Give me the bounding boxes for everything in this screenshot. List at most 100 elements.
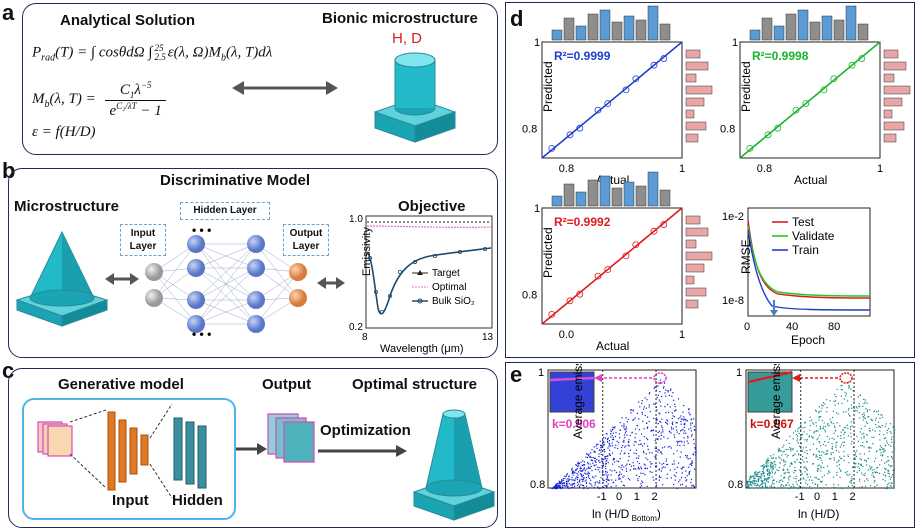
scatter-dot	[795, 478, 797, 480]
scatter-dot	[598, 482, 600, 484]
scatter-dot	[654, 457, 656, 459]
scatter-dot	[582, 484, 584, 487]
scatter-dot	[638, 462, 640, 465]
scatter-dot	[805, 467, 808, 469]
panel-b-box	[8, 168, 498, 358]
scatter-dot	[612, 482, 614, 484]
scatter-dot	[645, 467, 647, 469]
k-label: k=0.067	[750, 417, 794, 431]
scatter-dot	[612, 439, 615, 441]
scatter-dot	[789, 446, 791, 448]
scatter-dot	[746, 482, 748, 484]
scatter-dot	[658, 476, 661, 478]
scatter-dot	[570, 484, 572, 486]
nn-node	[247, 291, 265, 309]
scatter-dot	[767, 473, 769, 475]
scatter-dot	[879, 430, 881, 432]
scatter-dot	[890, 476, 892, 478]
scatter-dot	[583, 464, 585, 466]
scatter-dot	[823, 422, 825, 424]
scatter-dot	[623, 434, 625, 436]
scatter-dot	[817, 430, 819, 432]
scatter-dot	[623, 441, 625, 443]
hist-bar-top	[635, 185, 647, 207]
scatter-dot	[862, 474, 864, 476]
scatter-dot	[676, 487, 678, 489]
ytick: 0.8	[522, 289, 537, 301]
scatter-dot	[847, 485, 850, 487]
output-layers-icon	[267, 413, 315, 463]
scatter-dot	[582, 474, 584, 476]
scatter-dot	[602, 479, 604, 481]
scatter-dot	[628, 439, 630, 441]
scatter-dot	[632, 409, 634, 411]
scatter-dot	[562, 482, 564, 484]
scatter-dot	[857, 396, 859, 398]
scatter-dot	[666, 473, 668, 475]
legend-optimal: Optimal	[432, 282, 466, 293]
scatter-dot	[671, 395, 673, 397]
scatter-dot	[879, 417, 881, 419]
scatter-dot	[892, 426, 894, 428]
scatter-dot	[672, 415, 674, 417]
scatter-dot	[888, 476, 890, 478]
scatter-dot	[594, 451, 596, 453]
scatter-dot	[687, 435, 689, 437]
scatter-dot	[670, 477, 672, 479]
scatter-dot	[766, 479, 768, 481]
scatter-dot	[771, 482, 774, 484]
scatter-dot	[809, 425, 811, 427]
scatter-dot	[618, 461, 620, 463]
ylabel: Predicted	[541, 227, 555, 278]
panel-label-d: d	[510, 6, 524, 31]
scatter-dot	[886, 432, 888, 434]
scatter-dot	[782, 469, 784, 471]
scatter-dot	[660, 434, 662, 436]
scatter-dot	[845, 426, 847, 428]
scatter-dot	[670, 426, 673, 428]
data-point	[660, 221, 668, 228]
scatter-dot	[619, 471, 621, 473]
scatter-dot	[588, 474, 590, 476]
scatter-dot	[826, 399, 828, 401]
scatter-dot	[823, 467, 825, 469]
scatter-dot	[610, 433, 612, 435]
scatter-dot	[581, 476, 584, 478]
nn-edge	[195, 299, 257, 325]
hist-bar-top	[785, 13, 797, 41]
scatter-dot	[856, 450, 858, 452]
scatter-dot	[590, 452, 592, 454]
scatter-dot	[658, 469, 660, 471]
scatter-dot	[676, 450, 678, 452]
r2-label: R²=0.9992	[554, 215, 611, 229]
scatter-dot	[662, 484, 664, 486]
scatter-dot	[555, 485, 557, 487]
scatter-dot	[879, 464, 881, 466]
scatter-dot	[683, 423, 685, 425]
xtick: -1	[597, 491, 607, 503]
xtick: 40	[786, 321, 798, 333]
scatter-dot	[754, 473, 756, 475]
hist-bar-side	[685, 121, 707, 131]
scatter-dot	[571, 472, 573, 474]
scatter-dot	[747, 487, 749, 489]
scatter-dot	[661, 467, 663, 469]
scatter-dot	[876, 450, 878, 452]
scatter-dot	[587, 454, 590, 457]
scatter-dot	[794, 461, 796, 463]
scatter-dot	[891, 455, 893, 458]
scatter-dot	[774, 473, 776, 475]
scatter-dot	[630, 409, 632, 411]
scatter-dot	[755, 471, 757, 473]
scatter-dot	[884, 471, 886, 473]
scatter-dot	[803, 431, 805, 433]
scatter-dot	[835, 449, 837, 452]
scatter-dot	[763, 471, 765, 473]
scatter-dot	[805, 457, 807, 459]
scatter-dot	[588, 467, 591, 469]
scatter-dot	[660, 476, 662, 479]
scatter-dot	[854, 466, 857, 468]
scatter-dot	[586, 473, 588, 475]
